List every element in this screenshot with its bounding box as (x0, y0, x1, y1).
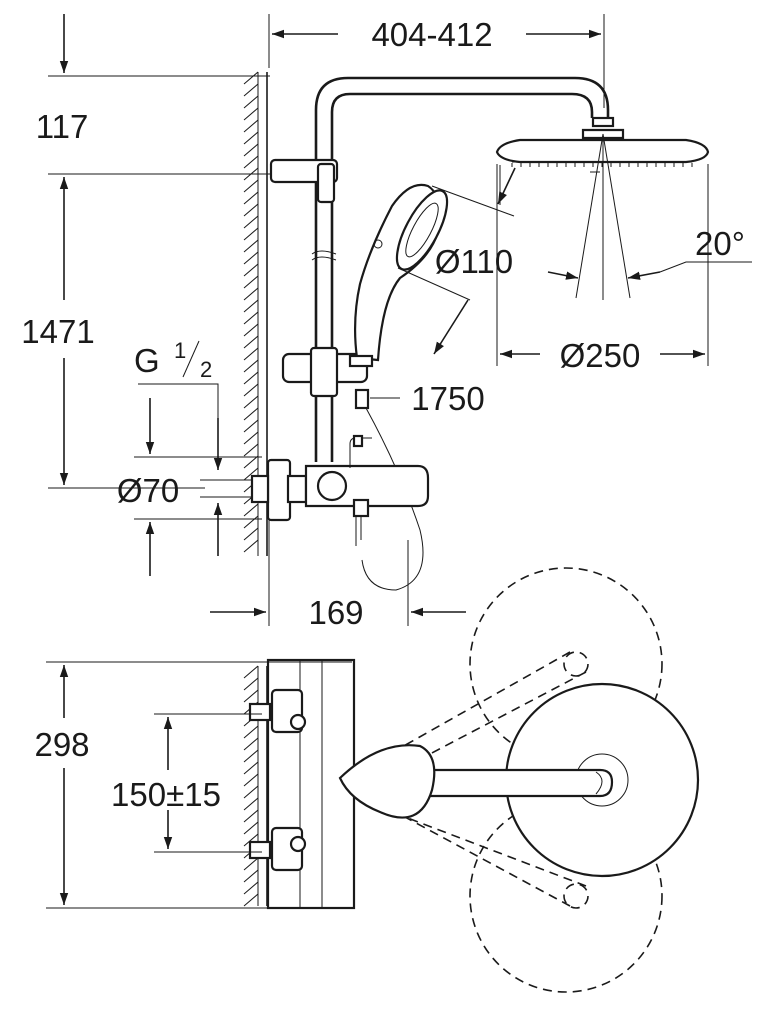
wall-hatch-line (243, 191, 259, 205)
wall-hatch-line (243, 179, 259, 193)
dimension-height-top-label: 117 (36, 108, 89, 145)
wall-hatch-line (243, 95, 259, 109)
wall-hatch-line (243, 83, 259, 97)
hose-length-label: 1750 (411, 380, 484, 417)
wall-hatch-line (243, 335, 259, 349)
rosette-diameter-label: Ø70 (117, 472, 179, 509)
front-view: 404-412 117 1471 G 1 2 (21, 14, 752, 631)
wall-hatch-line (243, 119, 259, 133)
head-shower: Ø250 20° (495, 116, 752, 374)
wall-hatch-line (243, 503, 259, 517)
wall-hatch-line (243, 107, 259, 121)
projection-label: 169 (308, 594, 363, 631)
wall-hatch-line (243, 677, 259, 691)
dimension-width: 404-412 (268, 14, 605, 108)
wall-hatch-line (243, 893, 259, 907)
wall-hatch-line (243, 287, 259, 301)
hose: 1750 (354, 380, 485, 591)
wall-hatch-line (243, 881, 259, 895)
dimension-rosette: Ø70 (117, 398, 262, 576)
wall-hatch-line (243, 359, 259, 373)
wall-hatch-line (243, 737, 259, 751)
wall-hatch-line (243, 155, 259, 169)
wall-hatch-line (243, 869, 259, 883)
wall-hatch-line (243, 263, 259, 277)
hand-shower-diameter-label: Ø110 (435, 243, 513, 280)
dimension-spacing: 150±15 (111, 713, 262, 853)
dimension-width-label: 404-412 (371, 16, 492, 53)
dimension-depth: 298 (34, 661, 352, 909)
wall-top (243, 665, 268, 907)
top-view: 298 150±15 (34, 567, 700, 993)
wall-hatch-line (243, 227, 259, 241)
wall-hatch-line (243, 749, 259, 763)
dimension-thread: G 1 2 (134, 338, 223, 556)
dimension-height-main: 1471 (21, 177, 205, 489)
wall-hatch-line (243, 311, 259, 325)
wall-hatch-line (243, 323, 259, 337)
wall-hatch-line (243, 773, 259, 787)
wall-hatch-line (243, 131, 259, 145)
wall-hatch-line (243, 407, 259, 421)
thread-label: G (134, 342, 160, 379)
wall-hatch-line (243, 821, 259, 835)
wall-hatch-line (243, 443, 259, 457)
spacing-label: 150±15 (111, 776, 221, 813)
wall-hatch-line (243, 143, 259, 157)
wall-hatch-line (243, 455, 259, 469)
dimension-projection: 169 (210, 520, 466, 631)
thermostat (250, 434, 430, 540)
wall-hatch-line (243, 371, 259, 385)
depth-label: 298 (34, 726, 89, 763)
wall-hatch-line (243, 539, 259, 553)
shower-riser (269, 76, 610, 462)
wall-hatch-line (243, 239, 259, 253)
head-shower-diameter-label: Ø250 (560, 337, 641, 374)
wall-hatch-line (243, 515, 259, 529)
wall-hatch-line (243, 809, 259, 823)
thread-fraction-num: 1 (174, 338, 186, 363)
wall-hatch-line (243, 275, 259, 289)
wall-hatch-line (243, 431, 259, 445)
wall-hatch-line (243, 203, 259, 217)
wall-hatch-line (243, 785, 259, 799)
tilt-angle-label: 20° (695, 225, 745, 262)
wall-hatch-line (243, 665, 259, 679)
thread-fraction-den: 2 (200, 357, 212, 382)
wall-hatch-line (243, 71, 259, 85)
wall-hatch-line (243, 761, 259, 775)
wall-hatch-line (243, 419, 259, 433)
wall-hatch-line (243, 833, 259, 847)
wall-hatch-line (243, 725, 259, 739)
wall-hatch-line (243, 251, 259, 265)
dimension-height-top: 117 (36, 14, 270, 175)
wall-hatch-line (243, 797, 259, 811)
wall-hatch-line (243, 347, 259, 361)
wall-hatch-line (243, 527, 259, 541)
wall-hatch-line (243, 299, 259, 313)
dimension-height-main-label: 1471 (21, 313, 94, 350)
wall-hatch-line (243, 467, 259, 481)
wall-hatch-line (243, 395, 259, 409)
wall-hatch-line (243, 689, 259, 703)
hand-shower: Ø110 (348, 183, 515, 368)
wall-hatch-line (243, 857, 259, 871)
wall-hatch-line (243, 215, 259, 229)
wall-hatch-line (243, 383, 259, 397)
